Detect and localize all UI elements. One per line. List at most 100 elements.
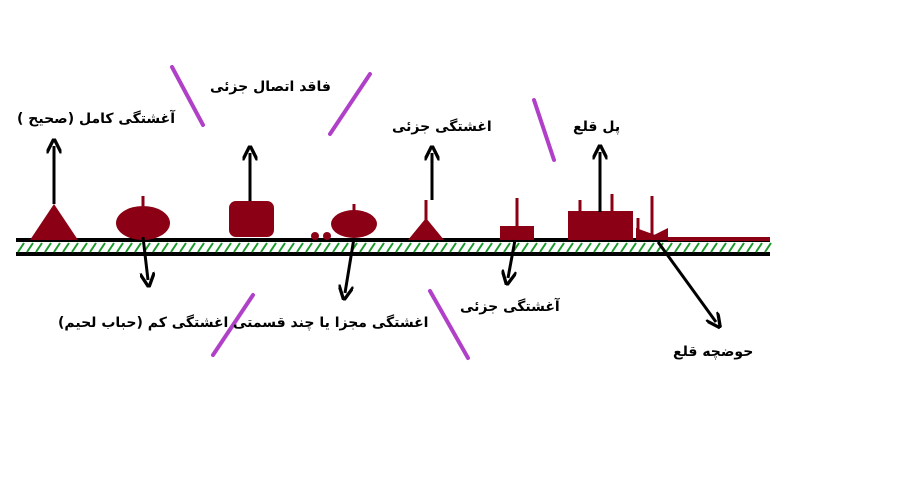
hatch-mark xyxy=(359,242,367,253)
hatch-mark xyxy=(233,242,241,253)
label-poor-wetting: اغشتگی کم (حباب لحیم) xyxy=(58,315,229,331)
label-full-wetting: آغشتگی کامل (صحیح ) xyxy=(17,111,176,127)
hatch-mark xyxy=(728,242,736,253)
hatch-mark xyxy=(134,242,142,253)
hatch-mark xyxy=(377,242,385,253)
hatch-mark xyxy=(494,242,502,253)
divider-3 xyxy=(532,98,556,162)
hatch-mark xyxy=(557,242,565,253)
hatch-mark xyxy=(206,242,214,253)
solder-pool-right xyxy=(644,228,668,240)
hatch-mark xyxy=(251,242,259,253)
hatch-mark xyxy=(341,242,349,253)
label-partial-loss: فاقد اتصال جزئی xyxy=(210,79,331,95)
hatch-mark xyxy=(152,242,160,253)
hatch-mark xyxy=(593,242,601,253)
hatch-mark xyxy=(719,242,727,253)
hatch-mark xyxy=(647,242,655,253)
hatch-mark xyxy=(125,242,133,253)
hatch-mark xyxy=(476,242,484,253)
hatch-mark xyxy=(440,242,448,253)
partial-loss-solder xyxy=(229,201,274,237)
hatch-mark xyxy=(242,242,250,253)
hatch-mark xyxy=(629,242,637,253)
hatch-mark xyxy=(431,242,439,253)
hatch-mark xyxy=(611,242,619,253)
hatch-mark xyxy=(116,242,124,253)
hatch-mark xyxy=(467,242,475,253)
divider-1 xyxy=(170,65,205,127)
hatch-mark xyxy=(665,242,673,253)
hatch-mark xyxy=(170,242,178,253)
solder-bridge-body xyxy=(568,211,633,240)
label-partial-wetting-top: اغشتگی جزئی xyxy=(392,119,492,135)
hatch-mark xyxy=(107,242,115,253)
hatch-mark xyxy=(539,242,547,253)
hatch-mark xyxy=(323,242,331,253)
hatch-mark xyxy=(368,242,376,253)
hatch-mark xyxy=(737,242,745,253)
arrow-separate-wetting xyxy=(345,237,356,293)
substrate xyxy=(16,238,772,256)
hatch-mark xyxy=(395,242,403,253)
hatch-mark xyxy=(530,242,538,253)
hatch-mark xyxy=(269,242,277,253)
hatch-mark xyxy=(296,242,304,253)
hatch-mark xyxy=(458,242,466,253)
hatch-mark xyxy=(413,242,421,253)
hatch-mark xyxy=(62,242,70,253)
hatch-mark xyxy=(764,242,772,253)
hatch-mark xyxy=(224,242,232,253)
hatch-mark xyxy=(35,242,43,253)
hatch-mark xyxy=(179,242,187,253)
separate-wetting-droplet-1 xyxy=(311,232,319,240)
hatch-mark xyxy=(566,242,574,253)
hatch-mark xyxy=(638,242,646,253)
hatch-mark xyxy=(278,242,286,253)
divider-4 xyxy=(211,293,255,357)
hatch-mark xyxy=(17,242,25,253)
divider-2 xyxy=(328,72,372,136)
solder-shapes xyxy=(30,194,770,241)
hatch-mark xyxy=(215,242,223,253)
solder-pool-spread xyxy=(668,237,770,241)
hatch-mark xyxy=(314,242,322,253)
full-wetting-solder xyxy=(30,204,78,240)
hatch-mark xyxy=(44,242,52,253)
hatch-mark xyxy=(188,242,196,253)
partial-wetting-solder xyxy=(408,218,444,240)
hatch-mark xyxy=(683,242,691,253)
label-separate-wetting: اغشتگی مجزا یا چند قسمتی xyxy=(233,315,429,331)
hatch-mark xyxy=(602,242,610,253)
label-solder-bridge: پل قلع xyxy=(573,119,621,135)
hatch-mark xyxy=(692,242,700,253)
hatch-mark xyxy=(89,242,97,253)
hatch-mark xyxy=(80,242,88,253)
hatch-mark xyxy=(71,242,79,253)
hatch-mark xyxy=(98,242,106,253)
hatch-mark xyxy=(746,242,754,253)
hatch-mark xyxy=(674,242,682,253)
hatch-mark xyxy=(701,242,709,253)
hatch-mark xyxy=(422,242,430,253)
hatch-mark xyxy=(548,242,556,253)
hatch-mark xyxy=(305,242,313,253)
label-partial-wetting-bottom: آغشتگی جزئی xyxy=(460,299,560,315)
hatch-mark xyxy=(575,242,583,253)
dividers xyxy=(170,65,556,360)
hatch-mark xyxy=(449,242,457,253)
poor-wetting-bubble xyxy=(116,206,170,240)
hatch-mark xyxy=(710,242,718,253)
hatch-mark xyxy=(755,242,763,253)
hatch-mark xyxy=(287,242,295,253)
arrows xyxy=(54,146,716,322)
hatch-mark xyxy=(26,242,34,253)
hatch-mark xyxy=(503,242,511,253)
separate-wetting-solder xyxy=(331,210,377,238)
arrow-poor-wetting xyxy=(143,236,148,280)
hatch-mark xyxy=(332,242,340,253)
hatch-mark xyxy=(386,242,394,253)
arrow-bottom-partial xyxy=(508,239,515,278)
